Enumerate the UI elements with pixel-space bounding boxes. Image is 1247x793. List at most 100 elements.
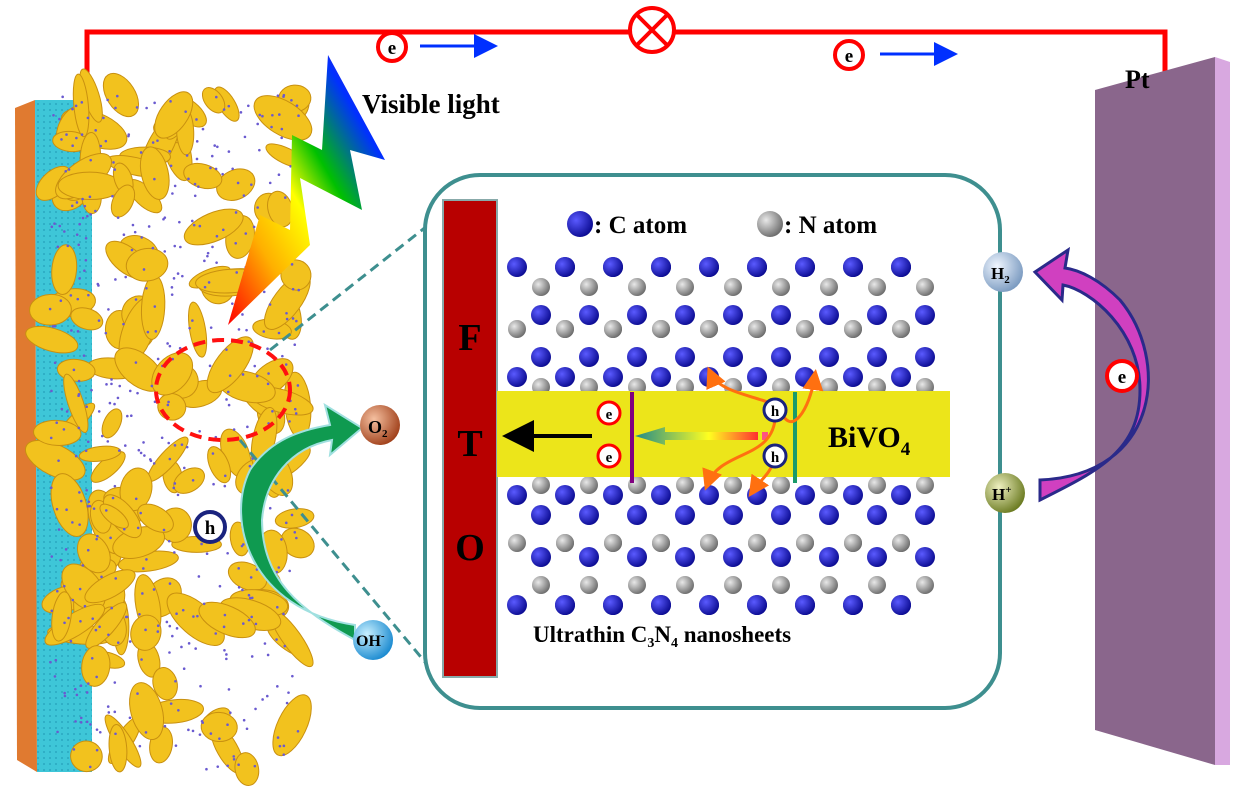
nanostructure-lobe bbox=[78, 445, 122, 462]
hydroxide-ion: OH- bbox=[353, 620, 393, 660]
electron-carrier: e bbox=[596, 443, 622, 469]
carbon-atom bbox=[603, 595, 623, 615]
carbon-atom bbox=[651, 485, 671, 505]
nanostructure-lobe bbox=[72, 73, 90, 138]
nanostructure-lobe bbox=[201, 87, 226, 114]
charge-separation-arrow bbox=[635, 427, 758, 445]
carbon-atom bbox=[675, 347, 695, 367]
svg-text:O2: O2 bbox=[368, 417, 388, 440]
proton: H+ bbox=[985, 473, 1025, 513]
nitrogen-atom bbox=[508, 534, 526, 552]
lamp-icon bbox=[628, 6, 676, 54]
visible-light-label: Visible light bbox=[362, 89, 500, 119]
nanostructure-lobe bbox=[173, 467, 205, 494]
carbon-atom bbox=[603, 485, 623, 505]
nitrogen-atom bbox=[892, 320, 910, 338]
carbon-atom bbox=[531, 505, 551, 525]
electron-carrier: e bbox=[1105, 359, 1139, 393]
nitrogen-atom bbox=[820, 476, 838, 494]
hole-carrier: h bbox=[193, 510, 227, 544]
svg-text:H2: H2 bbox=[991, 264, 1010, 286]
nitrogen-atom bbox=[652, 534, 670, 552]
carbon-atom bbox=[603, 257, 623, 277]
carbon-atom bbox=[699, 485, 719, 505]
nanostructure-lobe bbox=[76, 533, 111, 574]
nanostructure-lobe bbox=[84, 569, 136, 604]
carbon-atom bbox=[723, 547, 743, 567]
nitrogen-atom bbox=[748, 534, 766, 552]
nanostructure-lobe bbox=[140, 274, 166, 340]
nitrogen-atom bbox=[772, 476, 790, 494]
nanostructure-lobe bbox=[152, 667, 178, 701]
carbon-atom bbox=[699, 367, 719, 387]
nitrogen-atom bbox=[748, 320, 766, 338]
nanostructure-lobe bbox=[130, 614, 162, 651]
visible-light-bolt bbox=[228, 55, 385, 325]
nanostructure-lobe bbox=[272, 694, 312, 757]
carbon-atom bbox=[843, 485, 863, 505]
nitrogen-atom bbox=[820, 576, 838, 594]
carbon-atom bbox=[819, 547, 839, 567]
carbon-atom bbox=[579, 347, 599, 367]
fto-bar bbox=[442, 199, 498, 678]
nanostructure-lobe bbox=[70, 740, 103, 773]
nanostructure-lobe bbox=[216, 168, 256, 201]
nanostructure-lobe bbox=[137, 503, 174, 533]
carbon-atom bbox=[867, 347, 887, 367]
svg-text:e: e bbox=[845, 46, 853, 67]
nanostructure-lobe bbox=[51, 591, 73, 642]
nitrogen-atom bbox=[868, 576, 886, 594]
electron-flow-right: e bbox=[833, 39, 958, 71]
carbon-atom bbox=[891, 367, 911, 387]
nitrogen-atom bbox=[724, 476, 742, 494]
carbon-atom bbox=[555, 485, 575, 505]
carbon-atom bbox=[627, 347, 647, 367]
svg-text:h: h bbox=[205, 518, 216, 539]
carbon-atom bbox=[843, 595, 863, 615]
carbon-atom bbox=[915, 547, 935, 567]
nanostructure-lobe bbox=[50, 473, 89, 537]
carbon-atom bbox=[795, 485, 815, 505]
electron-flow-left: e bbox=[376, 31, 498, 63]
carbon-atom bbox=[531, 305, 551, 325]
carbon-atom bbox=[579, 547, 599, 567]
carbon-atom bbox=[915, 305, 935, 325]
nanostructure-lobe bbox=[125, 247, 169, 282]
carbon-atom bbox=[675, 305, 695, 325]
carbon-atom bbox=[555, 595, 575, 615]
carbon-atom bbox=[819, 305, 839, 325]
nitrogen-atom bbox=[772, 278, 790, 296]
hole-carrier: h bbox=[762, 397, 788, 423]
nitrogen-atom bbox=[892, 534, 910, 552]
carbon-atom bbox=[507, 595, 527, 615]
nanostructure-lobe bbox=[234, 752, 260, 786]
atom-legend: : C atom : N atom bbox=[567, 211, 877, 239]
carbon-atom bbox=[555, 367, 575, 387]
carbon-atom bbox=[627, 547, 647, 567]
nitrogen-atom bbox=[916, 278, 934, 296]
nanostructure-lobe bbox=[81, 645, 111, 687]
nanosheet-caption: Ultrathin C3N4 nanosheets bbox=[533, 622, 791, 651]
nanostructure-lobe bbox=[188, 301, 208, 358]
carbon-atom bbox=[795, 257, 815, 277]
nitrogen-atom bbox=[556, 320, 574, 338]
carbon-atom bbox=[915, 505, 935, 525]
nitrogen-atom bbox=[916, 576, 934, 594]
carbon-atom bbox=[843, 367, 863, 387]
carbon-atom bbox=[723, 305, 743, 325]
nanostructure-lobe bbox=[70, 307, 104, 331]
nanostructure-lobe bbox=[110, 184, 136, 218]
carbon-atom bbox=[723, 347, 743, 367]
carbon-atom-swatch bbox=[567, 211, 593, 237]
nitrogen-atom bbox=[628, 576, 646, 594]
carbon-atom bbox=[555, 257, 575, 277]
nanostructure-lobe bbox=[101, 408, 123, 439]
carbon-atom bbox=[771, 505, 791, 525]
carbon-atom bbox=[867, 505, 887, 525]
carbon-atom bbox=[771, 547, 791, 567]
carbon-atom bbox=[891, 485, 911, 505]
nitrogen-atom bbox=[700, 534, 718, 552]
nitrogen-atom bbox=[532, 476, 550, 494]
nitrogen-atom bbox=[796, 320, 814, 338]
